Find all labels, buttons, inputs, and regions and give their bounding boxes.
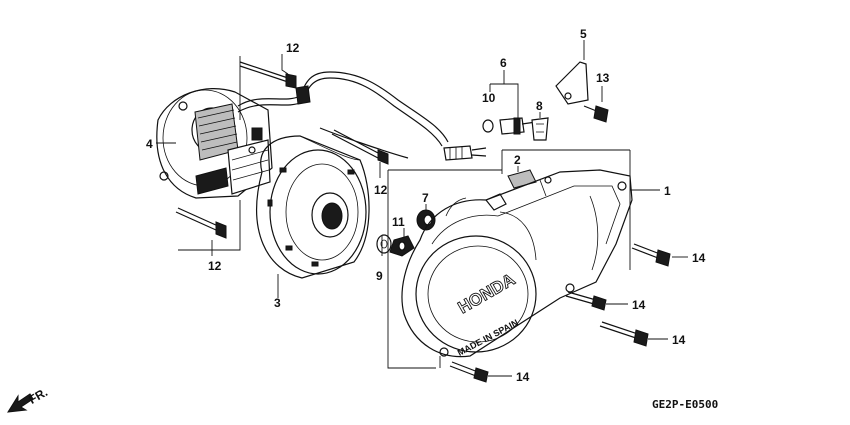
callout-13: 13: [596, 71, 610, 85]
diagram-code: GE2P-E0500: [652, 398, 718, 411]
bracket-5: [555, 61, 589, 105]
bolt-12-middle: [331, 129, 389, 165]
callout-8: 8: [536, 99, 543, 113]
callout-1: 1: [664, 184, 671, 198]
callout-10: 10: [482, 91, 496, 105]
flywheel: [256, 135, 370, 279]
cover-brand-text: HONDA: [455, 270, 518, 318]
washer-9: [376, 234, 392, 254]
clip-8: [531, 117, 549, 141]
bolt-13: [583, 105, 609, 123]
bolt-14-a: [631, 243, 671, 267]
callout-14-a: 14: [692, 251, 706, 265]
callout-3: 3: [274, 296, 281, 310]
bolt-12-bottom: [175, 207, 227, 239]
callout-7: 7: [422, 191, 429, 205]
washer-10: [482, 119, 494, 133]
callout-12-top: 12: [286, 41, 300, 55]
callout-9: 9: [376, 269, 383, 283]
front-direction-label: FR.: [26, 385, 50, 407]
callout-14-d: 14: [516, 370, 530, 384]
callout-14-c: 14: [672, 333, 686, 347]
nut-11: [389, 235, 415, 257]
cover-origin-text: MADE IN SPAIN: [456, 317, 520, 357]
callout-6: 6: [500, 56, 507, 70]
leader-lines: [156, 40, 688, 377]
sensor-6: [499, 117, 537, 135]
front-arrow-icon: [7, 393, 34, 413]
callout-12-bottom: 12: [208, 259, 222, 273]
bolt-12-top: [239, 61, 297, 89]
callout-4: 4: [146, 137, 153, 151]
callout-2: 2: [514, 153, 521, 167]
bolt-14-b: [565, 291, 607, 311]
callout-14-b: 14: [632, 298, 646, 312]
callout-12-middle: 12: [374, 183, 388, 197]
stator-assembly: [156, 71, 487, 199]
bolt-14-d: [449, 361, 489, 383]
cap-2: [507, 169, 537, 189]
front-direction-indicator: FR.: [7, 385, 50, 413]
callouts: 1 2 3 4 5 6 7 8 9 10 11 12 12 12 13 14 1…: [146, 27, 706, 384]
bolt-14-c: [599, 321, 649, 347]
callout-11: 11: [392, 215, 405, 229]
callout-5: 5: [580, 27, 587, 41]
crankcase-cover: HONDA MADE IN SPAIN: [401, 169, 633, 358]
